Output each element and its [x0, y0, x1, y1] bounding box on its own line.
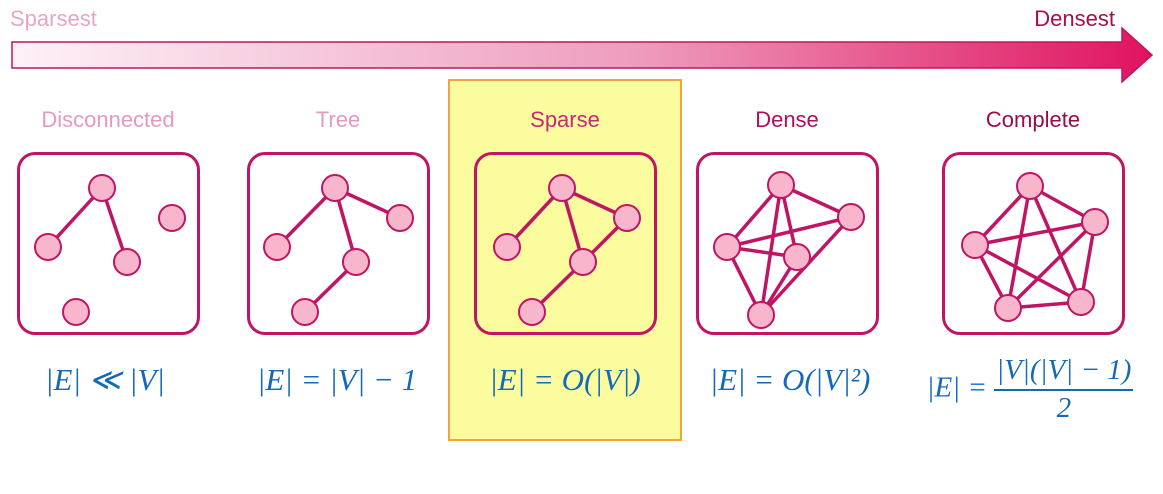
column-title: Sparse — [530, 107, 600, 132]
column-title: Tree — [315, 107, 361, 132]
graph-edge-3 — [758, 184, 783, 316]
complete-graph — [960, 172, 1109, 322]
graph-box — [16, 152, 200, 335]
graph-node-2 — [782, 243, 811, 271]
graph-node-0 — [1015, 172, 1044, 200]
graph-edge-7 — [1006, 220, 1096, 310]
graph-node-2 — [1080, 208, 1109, 236]
graph-node-2 — [568, 248, 597, 276]
fraction-numerator: |V|(|V| − 1) — [994, 354, 1134, 391]
graph-node-2 — [112, 248, 141, 276]
graph-node-4 — [517, 298, 546, 326]
graph-node-3 — [157, 204, 186, 232]
graph-box — [941, 152, 1125, 335]
graph-node-3 — [385, 204, 414, 232]
graph-node-3 — [836, 203, 865, 231]
tree-graph — [262, 174, 414, 326]
column-title: Complete — [985, 107, 1081, 132]
column-disconnected: Disconnected — [0, 100, 223, 335]
dense-graph — [712, 171, 865, 329]
formula-disconnected: |E| ≪ |V| — [0, 362, 240, 398]
graph-box — [473, 152, 657, 335]
graph-node-1 — [262, 233, 291, 261]
graph-box — [695, 152, 879, 335]
graph-node-1 — [712, 233, 741, 261]
graph-node-0 — [87, 174, 116, 202]
column-dense: Dense — [672, 100, 902, 335]
formula-text: |E| = O(|V|²) — [709, 362, 871, 397]
graph-node-4 — [290, 298, 319, 326]
graph-node-4 — [61, 298, 90, 326]
densest-label: Densest — [1034, 6, 1115, 31]
graph-node-3 — [612, 204, 641, 232]
graph-node-0 — [547, 174, 576, 202]
column-complete: Complete — [918, 100, 1148, 335]
graph-node-0 — [320, 174, 349, 202]
formula-text: |E| ≪ |V| — [45, 362, 165, 397]
graph-edge-2 — [1005, 185, 1032, 309]
graph-node-1 — [960, 231, 989, 259]
graph-edge-6 — [973, 243, 1082, 304]
graph-node-1 — [492, 233, 521, 261]
formula-text: |E| = O(|V|) — [489, 362, 641, 397]
disconnected-graph — [33, 174, 186, 326]
graph-node-4 — [746, 301, 775, 329]
graph-node-4 — [1066, 288, 1095, 316]
fraction: |V|(|V| − 1) 2 — [994, 354, 1134, 425]
graph-edge-4 — [974, 220, 1095, 247]
column-tree: Tree — [223, 100, 453, 335]
graph-node-3 — [993, 294, 1022, 322]
formula-tree: |E| = |V| − 1 — [202, 362, 472, 398]
graph-node-2 — [341, 248, 370, 276]
sparse-graph — [492, 174, 641, 326]
graph-node-1 — [33, 233, 62, 261]
formula-dense: |E| = O(|V|²) — [655, 362, 925, 398]
sparsest-label: Sparsest — [10, 6, 97, 31]
column-title: Dense — [755, 107, 819, 132]
fraction-denominator: 2 — [1056, 391, 1072, 424]
graph-edge-5 — [726, 215, 851, 249]
column-title: Disconnected — [41, 107, 175, 132]
formula-text: |E| = |V| − 1 — [256, 362, 418, 397]
graph-node-0 — [766, 171, 795, 199]
column-sparse: Sparse — [450, 100, 680, 335]
formula-text: |E| = — [926, 371, 988, 404]
formula-sparse: |E| = O(|V|) — [430, 362, 700, 398]
density-arrow — [11, 26, 1154, 84]
graph-box — [246, 152, 430, 335]
graph-edge-3 — [1027, 185, 1083, 303]
formula-complete: |E| = |V|(|V| − 1) 2 — [895, 354, 1163, 425]
